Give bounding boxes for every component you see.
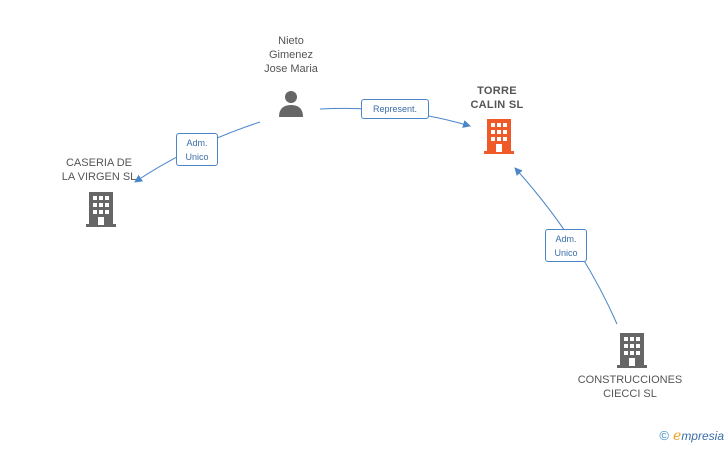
person-name-label[interactable]: Nieto Gimenez Jose Maria	[264, 35, 318, 75]
caseria-label[interactable]: CASERIA DE LA VIRGEN SL	[61, 157, 137, 183]
building-icon[interactable]	[484, 119, 514, 154]
edge-label-represent: Represent.	[361, 99, 429, 119]
building-icon[interactable]	[617, 333, 647, 368]
person-icon[interactable]	[277, 89, 305, 117]
torre-calin-label[interactable]: TORRE CALIN SL	[470, 85, 524, 111]
brand-name: mpresia	[681, 429, 724, 443]
edge-label-adm-torre: Adm. Unico	[545, 229, 587, 262]
brand-logo: ©empresia	[659, 428, 724, 444]
edge-label-adm-caseria: Adm. Unico	[176, 133, 218, 166]
construcciones-label[interactable]: CONSTRUCCIONES CIECCI SL	[577, 374, 683, 400]
building-icon[interactable]	[86, 192, 116, 227]
copyright-icon: ©	[659, 428, 670, 443]
brand-initial: e	[673, 428, 682, 444]
